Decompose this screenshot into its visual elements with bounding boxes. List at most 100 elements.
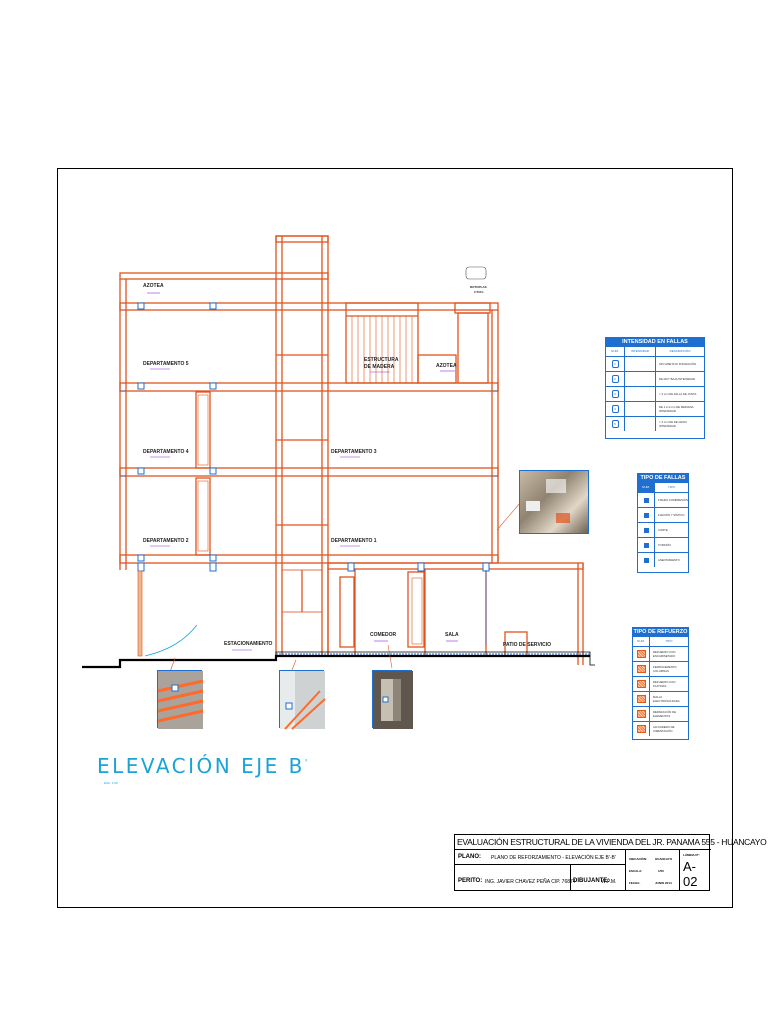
- legend-refuerzo-title: TIPO DE REFUERZO: [633, 628, 688, 637]
- col-num: NUM.: [633, 637, 650, 646]
- dibujante-value: W.P.M.: [601, 879, 617, 885]
- list-item: 5 > 3 mm DE DE GRAN INTENSIDAD: [606, 417, 704, 431]
- photo-inspection-4: [372, 670, 413, 729]
- label-dep3: DEPARTAMENTO 3: [331, 449, 377, 455]
- photo-inspection-1: [519, 470, 589, 534]
- label-dep5: DEPARTAMENTO 5: [143, 361, 189, 367]
- legend-refuerzo-header: NUM. TIPO: [633, 637, 688, 647]
- label-dep1: DEPARTAMENTO 1: [331, 538, 377, 544]
- legend-intensidad-title: INTENSIDAD EN FALLAS: [606, 338, 704, 347]
- falla-symbol: 1: [611, 360, 619, 368]
- perito-value: ING. JAVIER CHAVEZ PEÑA CIP. 76874: [485, 879, 576, 885]
- list-item: REFUERZO CON PLATINAS: [633, 677, 688, 692]
- drawing-title-sup: ': [304, 758, 310, 769]
- list-item: CORTE: [638, 523, 688, 538]
- tipo-desc: ASENTAMIENTO: [658, 558, 680, 562]
- legend-intensidad-fallas: INTENSIDAD EN FALLAS NUM. INTENSIDAD DES…: [605, 337, 705, 439]
- sheet-number: A-02: [683, 859, 698, 889]
- falla-symbol: 4: [611, 405, 619, 413]
- title-block: EVALUACIÓN ESTRUCTURAL DE LA VIVIENDA DE…: [454, 834, 767, 891]
- label-patio: PATIO DE SERVICIO: [503, 642, 551, 648]
- legend-tipo-fallas: TIPO DE FALLAS NUM. TIPO FISURA COMPRESI…: [637, 473, 689, 573]
- label-dep4: DEPARTAMENTO 4: [143, 449, 189, 455]
- label-dep2: DEPARTAMENTO 2: [143, 538, 189, 544]
- falla-symbol: 5: [611, 420, 619, 428]
- legend-tipo-fallas-title: TIPO DE FALLAS: [638, 474, 688, 483]
- door-dep5: [195, 391, 211, 469]
- falla-desc: DE MUY BAJA INTENSIDAD: [659, 377, 696, 381]
- door-sala: [407, 571, 425, 648]
- tipo-desc: CORTE: [658, 528, 668, 532]
- col-intensidad: INTENSIDAD: [625, 347, 656, 356]
- drawing-title-text: ELEVACIÓN EJE B: [97, 754, 305, 778]
- slab-level-3: [119, 467, 499, 477]
- refuerzo-desc: ALIVIADERO DE CIMENTACIÓN: [653, 725, 675, 733]
- slab-level-4: [119, 382, 499, 392]
- lamina-label: LÁMINA Nº:: [683, 853, 700, 857]
- list-item: ALIVIADERO DE CIMENTACIÓN: [633, 722, 688, 736]
- refuerzo-swatch: [636, 695, 646, 703]
- list-item: MALLA ELECTROSOLDADA: [633, 692, 688, 707]
- col-descripcion: DESCRIPCIÓN: [669, 349, 691, 353]
- refuerzo-desc: REFUERZO CON ENCAMISETADO: [653, 650, 676, 658]
- col-num: NUM.: [638, 483, 655, 492]
- refuerzo-desc: REFUERZO CON PLATINAS: [653, 680, 676, 688]
- escala-value: 1/50: [658, 869, 664, 873]
- falla-type-swatch: [643, 497, 649, 503]
- refuerzo-swatch: [636, 725, 646, 733]
- falla-symbol: 3: [611, 390, 619, 398]
- fecha-label: FECHA:: [629, 881, 641, 885]
- list-item: REPARACIÓN DE ELEMENTOS: [633, 707, 688, 722]
- drawing-title: ELEVACIÓN EJE B': [97, 754, 310, 778]
- photo-inspection-3: [279, 670, 326, 730]
- tipo-desc: FISURA COMPRESIÓN: [658, 498, 688, 502]
- falla-desc: < 3 mm DE FALLA DE JUNTA: [659, 392, 697, 396]
- door-dep4: [195, 477, 211, 556]
- azotea-parapet: [119, 272, 329, 280]
- label-azotea-mid: AZOTEA: [436, 363, 457, 369]
- slab-level-2: [119, 554, 499, 564]
- plano-label: PLANO:: [458, 854, 481, 860]
- col-tipo: TIPO: [665, 639, 673, 643]
- ubicacion-value: HUANCAYO: [655, 857, 673, 861]
- label-rotoplas: ROTOPLAS: [470, 285, 487, 289]
- col-num: NUM.: [606, 347, 625, 356]
- label-azotea-top: AZOTEA: [143, 283, 164, 289]
- label-de-madera: DE MADERA: [364, 364, 395, 370]
- refuerzo-swatch: [636, 710, 646, 718]
- refuerzo-desc: MALLA ELECTROSOLDADA: [653, 695, 680, 703]
- legend-intensidad-header: NUM. INTENSIDAD DESCRIPCIÓN: [606, 347, 704, 357]
- refuerzo-swatch: [636, 650, 646, 658]
- tipo-desc: TORSIÓN: [658, 543, 671, 547]
- drawing-scale: ESC. 1:50: [104, 781, 118, 785]
- label-estacionamiento: ESTACIONAMIENTO: [224, 641, 273, 647]
- list-item: REFUERZO CON ENCAMISETADO: [633, 647, 688, 662]
- list-item: FISURA COMPRESIÓN: [638, 493, 688, 508]
- falla-type-swatch: [643, 527, 649, 533]
- label-sala: SALA: [445, 632, 459, 638]
- label-estructura: ESTRUCTURA: [364, 357, 399, 363]
- refuerzo-desc: REPARACIÓN DE ELEMENTOS: [653, 710, 676, 718]
- fecha-value: JUNIO 2014: [655, 881, 672, 885]
- slab-level-5: [119, 302, 499, 311]
- tipo-desc: FLEXIÓN Y SÍSTICO: [658, 513, 685, 517]
- escala-label: ESCALA:: [629, 869, 643, 873]
- falla-desc: SIN GRIETA NI FISURACIÓN: [659, 362, 697, 366]
- label-comedor: COMEDOR: [370, 632, 397, 638]
- falla-type-swatch: [643, 542, 649, 548]
- list-item: FLEXIÓN Y SÍSTICO: [638, 508, 688, 523]
- falla-type-swatch: [643, 512, 649, 518]
- drawing-frame: [57, 168, 733, 908]
- falla-desc: > 3 mm DE DE GRAN INTENSIDAD: [659, 420, 687, 428]
- door-comedor: [339, 576, 355, 648]
- legend-tipo-fallas-header: NUM. TIPO: [638, 483, 688, 493]
- legend-tipo-refuerzo: TIPO DE REFUERZO NUM. TIPO REFUERZO CON …: [632, 627, 689, 740]
- refuerzo-swatch: [636, 680, 646, 688]
- ubicacion-label: UBICACIÓN:: [629, 857, 647, 861]
- refuerzo-desc: FERROCEMENTO COLUMNAS: [653, 665, 677, 673]
- perito-label: PERITO:: [458, 878, 483, 884]
- list-item: ASENTAMIENTO: [638, 553, 688, 567]
